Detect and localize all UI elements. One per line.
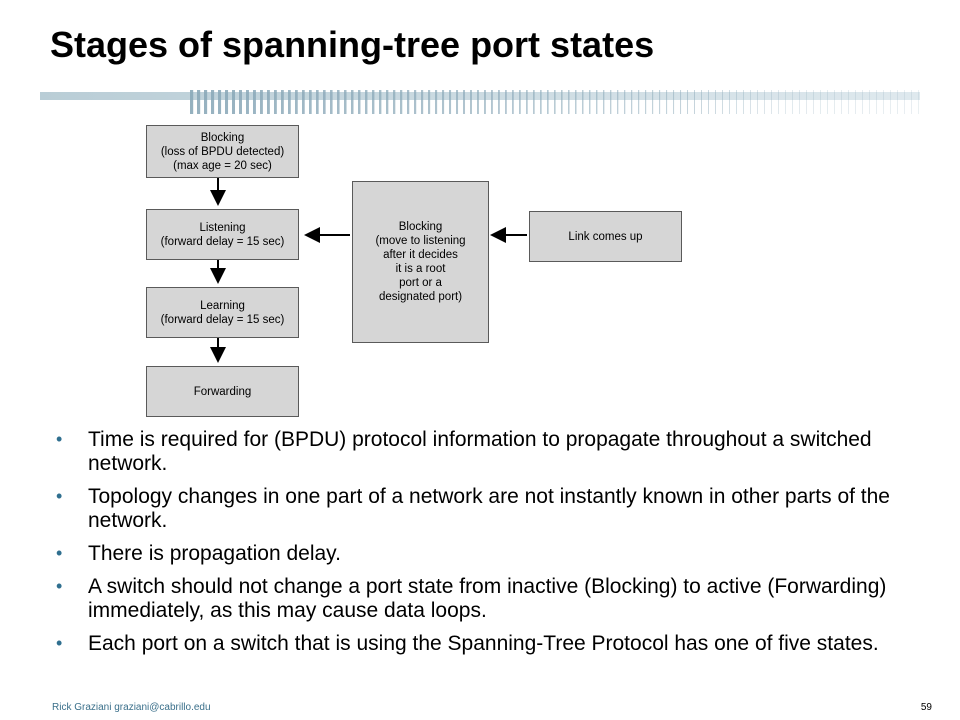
bullet-dot-icon: • bbox=[56, 633, 63, 653]
bullet-item: • There is propagation delay. bbox=[56, 542, 936, 566]
bullet-list: • Time is required for (BPDU) protocol in… bbox=[56, 428, 936, 665]
footer-author: Rick Graziani graziani@cabrillo.edu bbox=[52, 702, 211, 713]
bullet-item: • Each port on a switch that is using the… bbox=[56, 632, 936, 656]
bullet-dot-icon: • bbox=[56, 576, 63, 596]
page-number: 59 bbox=[920, 702, 932, 713]
slide-title: Stages of spanning-tree port states bbox=[50, 24, 655, 65]
box-blocking-max-age: Blocking (loss of BPDU detected) (max ag… bbox=[146, 125, 299, 178]
box-listening: Listening (forward delay = 15 sec) bbox=[146, 209, 299, 260]
bullet-item: • Time is required for (BPDU) protocol in… bbox=[56, 428, 936, 476]
bullet-text: Each port on a switch that is using the … bbox=[88, 632, 879, 655]
bullet-text: Topology changes in one part of a networ… bbox=[88, 485, 890, 532]
bullet-dot-icon: • bbox=[56, 543, 63, 563]
bullet-dot-icon: • bbox=[56, 486, 63, 506]
bullet-item: • A switch should not change a port state… bbox=[56, 575, 936, 623]
box-forwarding: Forwarding bbox=[146, 366, 299, 417]
bullet-item: • Topology changes in one part of a netwo… bbox=[56, 485, 936, 533]
box-blocking-decision: Blocking (move to listening after it dec… bbox=[352, 181, 489, 343]
bullet-text: A switch should not change a port state … bbox=[88, 575, 887, 622]
bullet-dot-icon: • bbox=[56, 429, 63, 449]
bullet-text: There is propagation delay. bbox=[88, 542, 341, 565]
diagram-arrows bbox=[210, 178, 527, 363]
port-state-diagram: Blocking (loss of BPDU detected) (max ag… bbox=[140, 118, 700, 420]
bullet-text: Time is required for (BPDU) protocol inf… bbox=[88, 428, 872, 475]
box-link-comes-up: Link comes up bbox=[529, 211, 682, 262]
box-learning: Learning (forward delay = 15 sec) bbox=[146, 287, 299, 338]
decorative-header-bar bbox=[40, 90, 920, 114]
